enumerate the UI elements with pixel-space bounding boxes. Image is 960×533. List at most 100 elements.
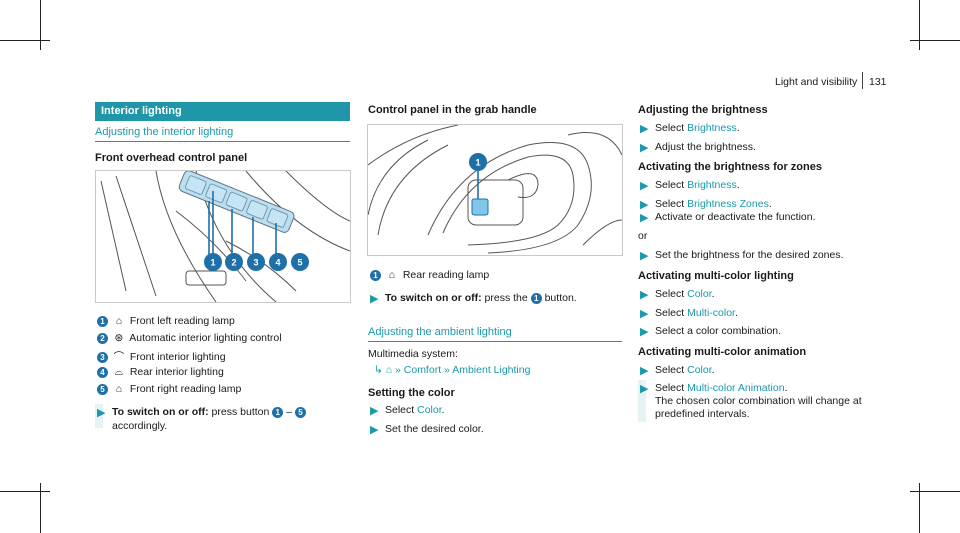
step-arrow-icon: ▶ [640,123,649,135]
chevron-icon: » [444,364,450,376]
step-text: Adjust the brightness. [655,141,756,153]
subtitle-rule [95,141,350,142]
callout-5 [291,253,309,271]
front-interior-light-icon: ⌒ [113,351,125,363]
instruction-shade [95,404,103,428]
step-text: Select Color. [655,364,715,376]
step-arrow-icon: ▶ [370,424,379,436]
section-heading: Activating multi-color animation [638,346,807,358]
callout-number: 5 [294,406,306,418]
step-arrow-icon: ▶ [370,405,379,417]
running-header: Light and visibility [775,76,857,88]
step-arrow-icon: ▶ [640,142,649,154]
step-text: Activate or deactivate the function. [655,211,816,223]
grab-handle-figure: 1 [367,124,623,256]
legend-item: 2 ⊛ Automatic interior lighting control [97,332,282,344]
step-text: Select Brightness. [655,179,740,191]
legend-text: Front left reading lamp [129,315,235,327]
callout-1 [204,253,222,271]
callout-3 [247,253,265,271]
svg-text:1: 1 [210,258,215,268]
instruction-text: To switch on or off: press the 1 button. [385,292,577,304]
step-arrow-icon: ▶ [640,383,649,395]
step-arrow-icon: ▶ [97,407,106,419]
step-text: Select Color. [385,404,445,416]
crop-mark [40,0,41,50]
callout-number: 5 [97,383,108,395]
instruction-text-line2: accordingly. [112,420,168,432]
section-heading: Setting the color [368,387,455,399]
step-arrow-icon: ▶ [640,365,649,377]
overhead-panel-figure: 1 2 3 4 5 [95,170,351,303]
reading-lamp-icon: ⌂ [115,315,123,327]
home-icon: ⌂ [385,364,393,376]
svg-text:2: 2 [231,258,236,268]
svg-text:3: 3 [253,258,258,268]
subtitle: Adjusting the ambient lighting [368,326,512,338]
crop-mark [919,483,920,533]
legend-text: Rear interior lighting [129,366,224,378]
page-number: 131 [869,76,887,88]
svg-text:5: 5 [297,258,302,268]
callout-number: 1 [530,292,542,304]
legend-text: Front interior lighting [129,351,226,363]
menu-item-ambient-lighting: Ambient Lighting [452,364,531,376]
step-arrow-icon: ▶ [640,308,649,320]
step-arrow-icon: ▶ [640,250,649,262]
note-shade [638,380,646,422]
section-name: Light and visibility [775,76,858,88]
crop-mark [0,491,50,492]
step-arrow-icon: ▶ [640,180,649,192]
chevron-icon: » [395,364,401,376]
menu-path-label: Multimedia system: [368,348,458,360]
svg-text:4: 4 [275,258,280,268]
step-arrow-icon: ▶ [640,212,649,224]
crop-mark [910,40,960,41]
figure-heading: Control panel in the grab handle [368,104,537,116]
rear-interior-light-icon: ⌓ [114,366,124,378]
callout-4 [269,253,287,271]
callout-number: 2 [97,332,108,344]
menu-item-comfort: Comfort [403,364,442,376]
step-arrow-icon: ▶ [640,289,649,301]
step-arrow-icon: ▶ [640,326,649,338]
figure-heading: Front overhead control panel [95,152,248,164]
auto-light-icon: ⊛ [114,332,124,344]
step-arrow-icon: ▶ [640,199,649,211]
reading-lamp-icon: ⌂ [388,269,396,281]
section-heading: Adjusting the brightness [638,104,768,116]
legend-item: 3 ⌒ Front interior lighting [97,349,226,364]
step-text: Select Multi-color Animation. [655,382,788,394]
crop-mark [919,0,920,50]
legend-text: Automatic interior lighting control [129,332,282,344]
instruction-text: To switch on or off: press button 1 – 5 [112,406,306,418]
legend-item: 1 ⌂ Rear reading lamp [370,269,489,281]
overhead-panel-illustration: 1 2 3 4 5 [100,171,350,302]
subtitle: Adjusting the interior lighting [95,126,234,138]
note-text: predefined intervals. [655,408,750,420]
callout-number: 1 [272,406,284,418]
callout-number: 4 [97,366,108,378]
crop-mark [0,40,50,41]
step-text: Select Brightness Zones. [655,198,772,210]
step-text: Select Color. [655,288,715,300]
grab-handle-illustration: 1 [368,125,622,254]
section-header-bar: Interior lighting [95,102,350,121]
crop-mark [40,483,41,533]
callout-2 [225,253,243,271]
section-heading: Activating the brightness for zones [638,161,822,173]
header-divider [862,72,863,89]
callout-number: 3 [97,351,108,363]
step-text: Set the desired color. [385,423,484,435]
subtitle-rule [368,341,622,342]
note-text: The chosen color combination will change… [655,395,862,407]
legend-text: Front right reading lamp [129,383,242,395]
menu-path: ↳ ⌂ » Comfort » Ambient Lighting [374,364,530,376]
path-arrow-icon: ↳ [374,364,383,376]
or-text: or [638,230,648,242]
svg-text:1: 1 [475,158,480,168]
step-text: Select Brightness. [655,122,740,134]
crop-mark [910,491,960,492]
step-text: Set the brightness for the desired zones… [655,249,844,261]
callout-number: 1 [97,315,108,327]
